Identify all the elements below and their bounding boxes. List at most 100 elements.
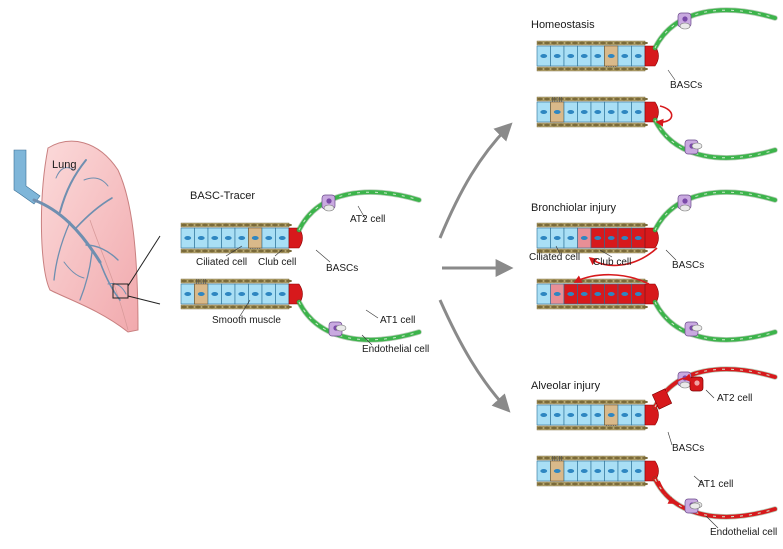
zoom-line-top [127, 235, 161, 287]
smooth-muscle-nucleus [593, 123, 599, 127]
smooth-muscle-nucleus [244, 223, 250, 227]
nucleus [634, 413, 642, 417]
nucleus [184, 292, 192, 296]
smooth-muscle-nucleus [586, 400, 592, 404]
smooth-muscle-nucleus [544, 97, 550, 101]
smooth-muscle-nucleus [635, 123, 641, 127]
smooth-muscle-nucleus [544, 482, 550, 486]
smooth-muscle-nucleus [565, 456, 571, 460]
panel-alveolar-injury [536, 366, 778, 520]
smooth-muscle-nucleus [181, 279, 187, 283]
label-leader-line [274, 249, 283, 257]
smooth-muscle-nucleus [537, 279, 543, 283]
smooth-muscle-nucleus [586, 249, 592, 253]
smooth-muscle-nucleus [628, 67, 634, 71]
label-bascs-alveolar: BASCs [672, 443, 704, 454]
lung-illustration: Lung [13, 140, 161, 333]
smooth-muscle-nucleus [223, 249, 229, 253]
nucleus [580, 110, 588, 114]
nucleus [567, 413, 575, 417]
smooth-muscle-nucleus [607, 482, 613, 486]
smooth-muscle-nucleus [537, 67, 543, 71]
smooth-muscle-nucleus [586, 97, 592, 101]
nucleus [621, 236, 629, 240]
nucleus [594, 413, 602, 417]
smooth-muscle-nucleus [607, 97, 613, 101]
smooth-muscle-nucleus [216, 279, 222, 283]
smooth-muscle-nucleus [642, 482, 648, 486]
smooth-muscle-nucleus [579, 223, 585, 227]
smooth-muscle-nucleus [279, 223, 285, 227]
smooth-muscle-nucleus [579, 456, 585, 460]
smooth-muscle-nucleus [586, 223, 592, 227]
smooth-muscle-nucleus [642, 456, 648, 460]
nucleus [594, 236, 602, 240]
smooth-muscle-nucleus [600, 223, 606, 227]
smooth-muscle-nucleus [544, 400, 550, 404]
label-ciliated-bronchiolar: Ciliated cell [529, 252, 580, 263]
smooth-muscle-nucleus [565, 482, 571, 486]
smooth-muscle-nucleus [223, 223, 229, 227]
smooth-muscle-nucleus [272, 305, 278, 309]
smooth-muscle-nucleus [188, 249, 194, 253]
basc-migrating [651, 388, 673, 410]
smooth-muscle-nucleus [565, 279, 571, 283]
label-endothelial-alveolar: Endothelial cell [710, 527, 777, 538]
smooth-muscle-nucleus [607, 400, 613, 404]
smooth-muscle-nucleus [202, 223, 208, 227]
smooth-muscle-nucleus [586, 41, 592, 45]
smooth-muscle-nucleus [579, 482, 585, 486]
smooth-muscle-nucleus [251, 279, 257, 283]
at1-cell [653, 300, 777, 342]
smooth-muscle-nucleus [558, 305, 564, 309]
smooth-muscle-nucleus [572, 123, 578, 127]
nucleus [197, 292, 205, 296]
nucleus [238, 292, 246, 296]
differentiation-arrow [658, 480, 677, 504]
smooth-muscle-nucleus [635, 305, 641, 309]
endothelial-cell [323, 204, 335, 212]
smooth-muscle-nucleus [537, 456, 543, 460]
nucleus [634, 292, 642, 296]
smooth-muscle-nucleus [551, 279, 557, 283]
arrow-to-alveolar-injury [438, 299, 511, 413]
smooth-muscle-nucleus [635, 97, 641, 101]
smooth-muscle-nucleus [537, 223, 543, 227]
alveolar-wall-shadow [652, 299, 778, 343]
smooth-muscle-nucleus [202, 305, 208, 309]
at1-cell [297, 300, 421, 342]
smooth-muscle-nucleus [621, 426, 627, 430]
smooth-muscle-nucleus [537, 249, 543, 253]
smooth-muscle-nucleus [216, 249, 222, 253]
endothelial-cell [691, 324, 703, 332]
smooth-muscle-nucleus [614, 97, 620, 101]
smooth-muscle-nucleus [558, 482, 564, 486]
smooth-muscle-nucleus [572, 223, 578, 227]
smooth-muscle-nucleus [537, 305, 543, 309]
bronchiolar-injury-title: Bronchiolar injury [531, 202, 616, 214]
smooth-muscle-nucleus [586, 279, 592, 283]
smooth-muscle-nucleus [635, 223, 641, 227]
bronchial-tree [32, 159, 127, 301]
smooth-muscle-nucleus [230, 305, 236, 309]
smooth-muscle-nucleus [195, 249, 201, 253]
smooth-muscle-nucleus [614, 482, 620, 486]
lung-lobe-line [89, 219, 129, 331]
smooth-muscle-nucleus [558, 426, 564, 430]
smooth-muscle-nucleus [607, 279, 613, 283]
smooth-muscle-nucleus [572, 97, 578, 101]
nucleus [197, 236, 205, 240]
smooth-muscle-nucleus [614, 41, 620, 45]
smooth-muscle-nucleus [642, 123, 648, 127]
smooth-muscle-nucleus [188, 279, 194, 283]
smooth-muscle-nucleus [265, 279, 271, 283]
smooth-muscle-nucleus [614, 456, 620, 460]
smooth-muscle-nucleus [558, 41, 564, 45]
smooth-muscle-nucleus [565, 97, 571, 101]
nucleus [238, 236, 246, 240]
smooth-muscle-nucleus [607, 456, 613, 460]
smooth-muscle-nucleus [586, 123, 592, 127]
smooth-muscle-nucleus [607, 223, 613, 227]
zoom-box [112, 283, 129, 299]
